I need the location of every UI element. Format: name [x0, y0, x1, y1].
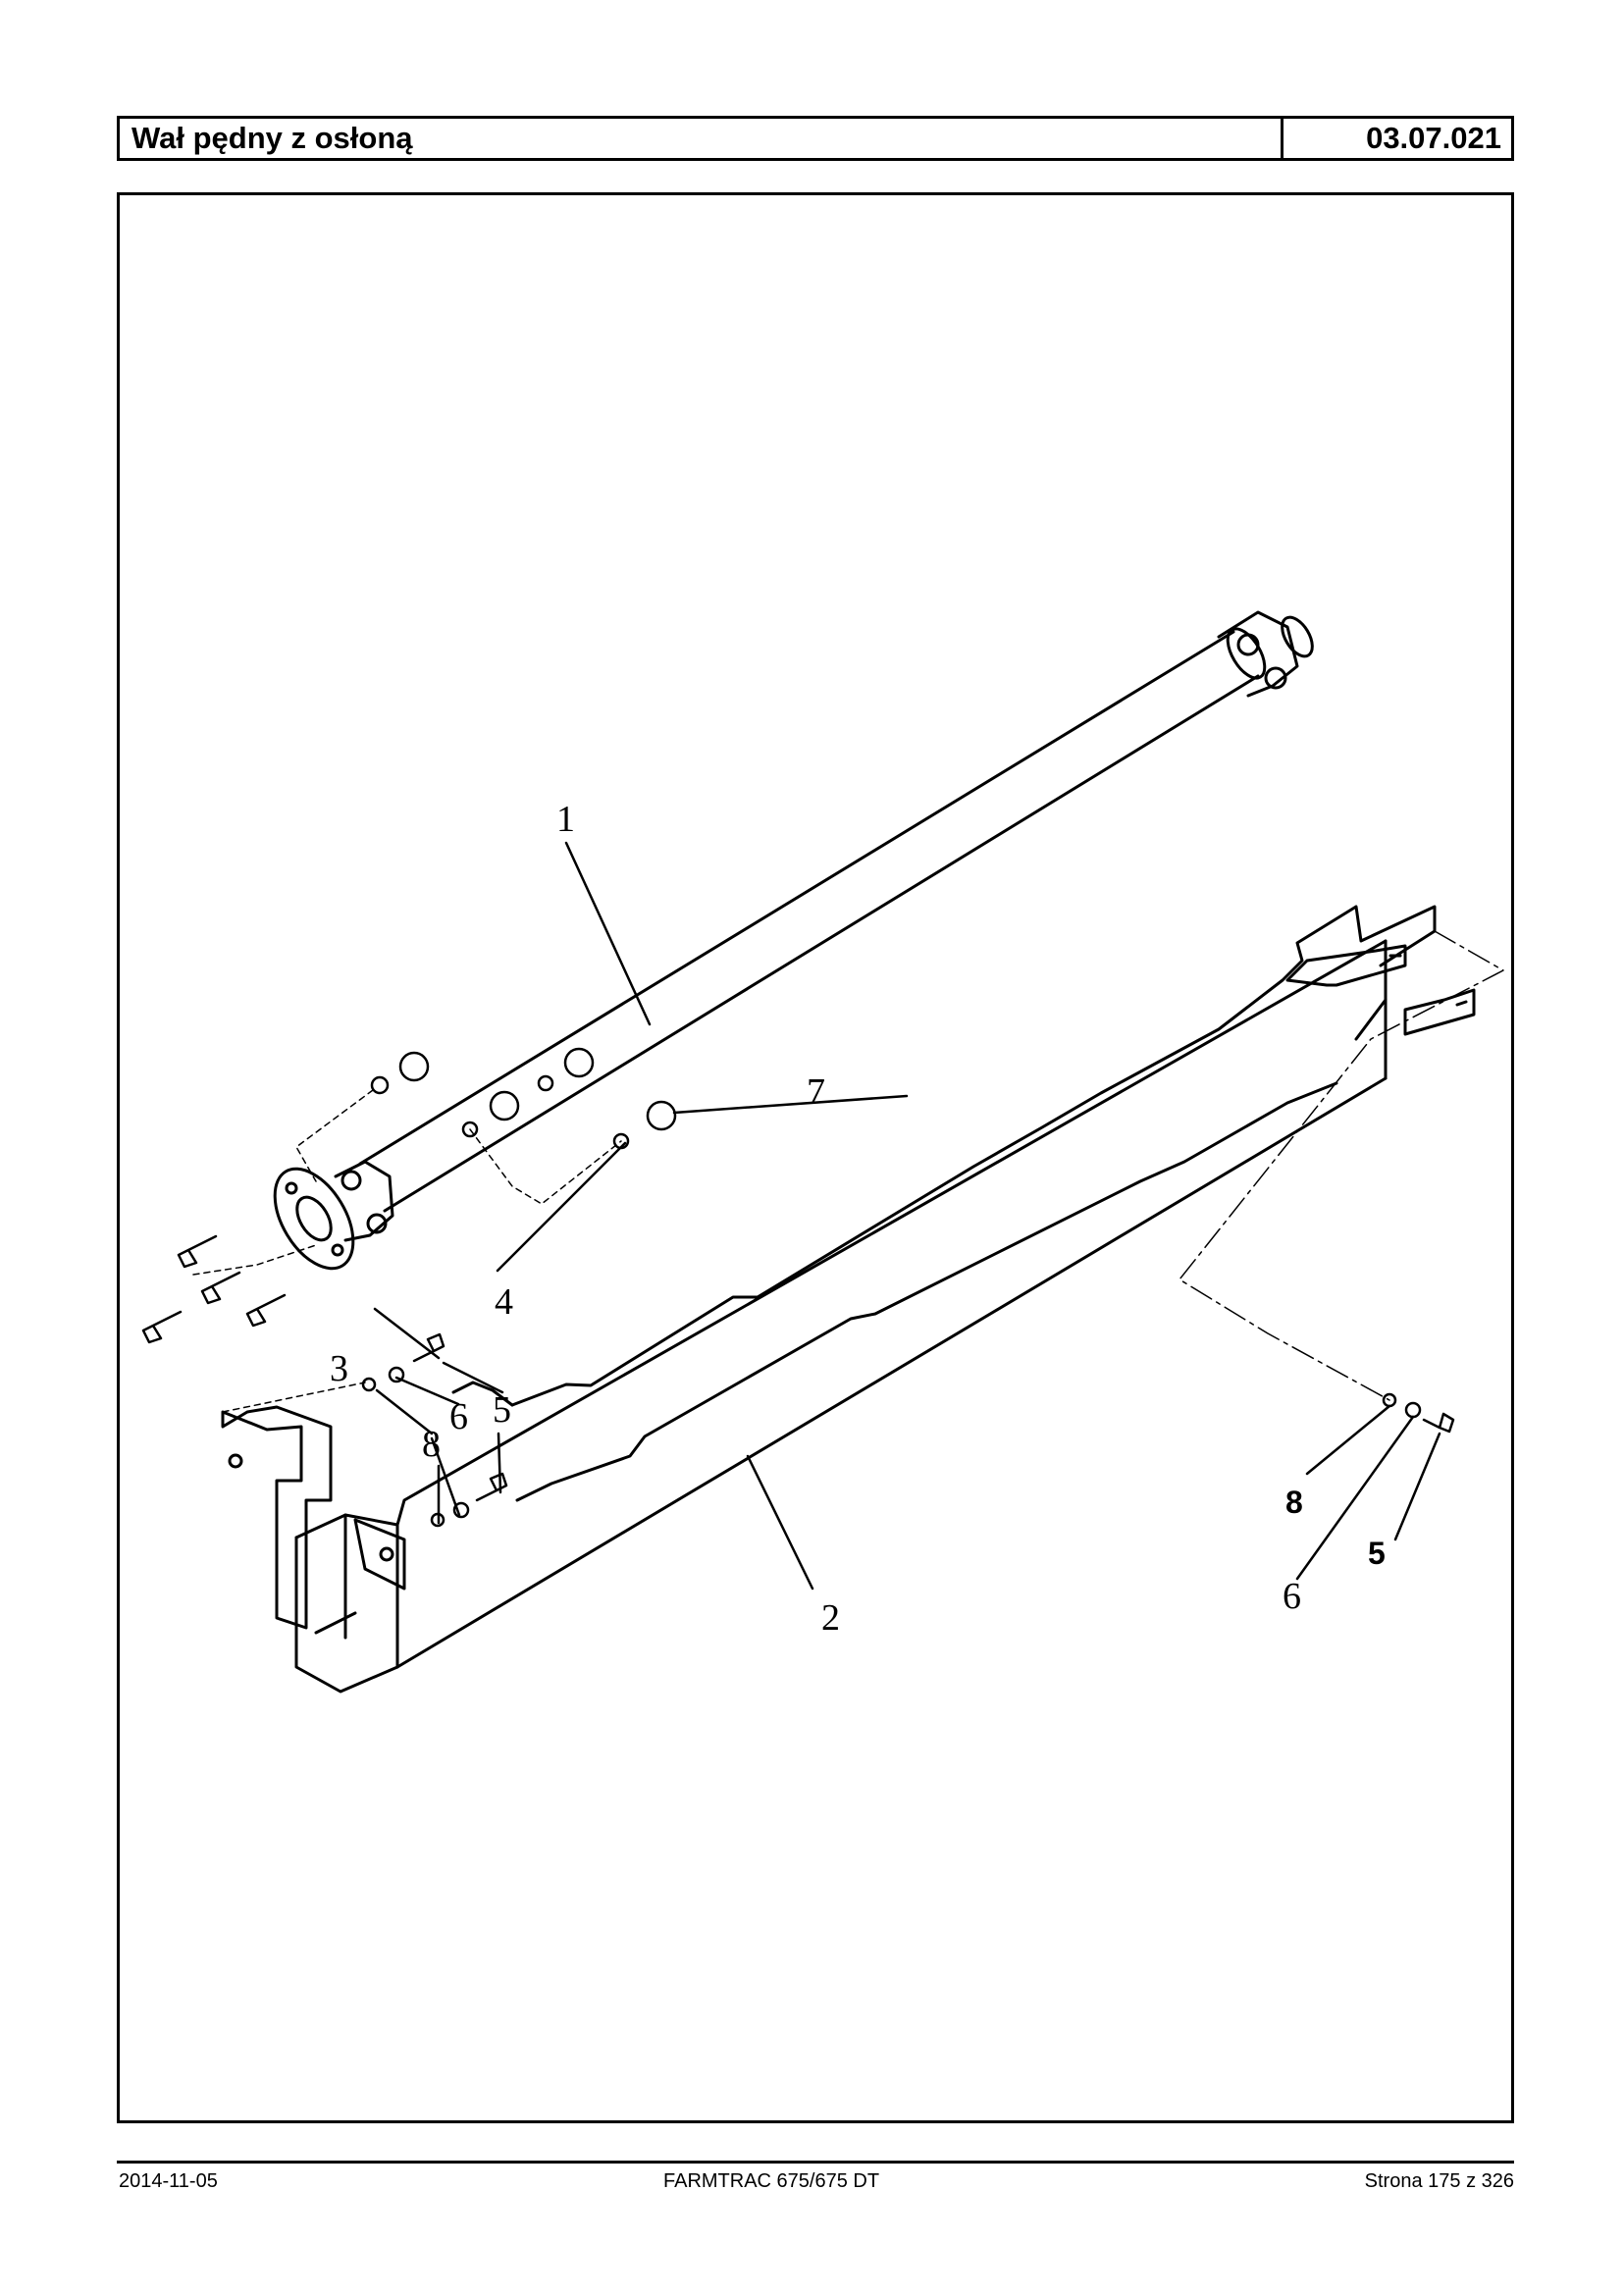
diagram-frame: 1 2 3 4 5 6 7 8 8 5 6	[117, 192, 1514, 2123]
callout-1: 1	[556, 799, 575, 840]
footer-page: Strona 175 z 326	[1364, 2170, 1514, 2192]
callout-2: 2	[821, 1597, 840, 1639]
callout-4: 4	[495, 1281, 513, 1323]
exploded-diagram: 1 2 3 4 5 6 7 8 8 5 6	[141, 610, 1504, 1694]
callout-3: 3	[330, 1348, 348, 1389]
callout-8-left: 8	[422, 1424, 441, 1465]
page-header: Wał pędny z osłoną 03.07.021	[117, 116, 1514, 161]
drive-shaft	[273, 610, 1314, 1271]
callout-8-right: 8	[1285, 1485, 1303, 1520]
callout-7: 7	[807, 1071, 825, 1113]
hardware	[141, 1047, 1455, 1528]
callout-6-right: 6	[1283, 1576, 1301, 1617]
callout-5-left: 5	[493, 1389, 511, 1431]
footer-date: 2014-11-05	[119, 2170, 218, 2192]
callout-5-right: 5	[1368, 1536, 1386, 1571]
part-code: 03.07.021	[1366, 121, 1501, 155]
callout-6-left: 6	[449, 1396, 468, 1437]
assembly-guides	[192, 930, 1504, 1413]
footer-divider	[117, 2161, 1514, 2164]
shaft-shield	[221, 905, 1476, 1694]
footer-model: FARMTRAC 675/675 DT	[663, 2170, 880, 2192]
leader-lines	[373, 841, 1441, 1591]
page-title: Wał pędny z osłoną	[120, 119, 1283, 158]
